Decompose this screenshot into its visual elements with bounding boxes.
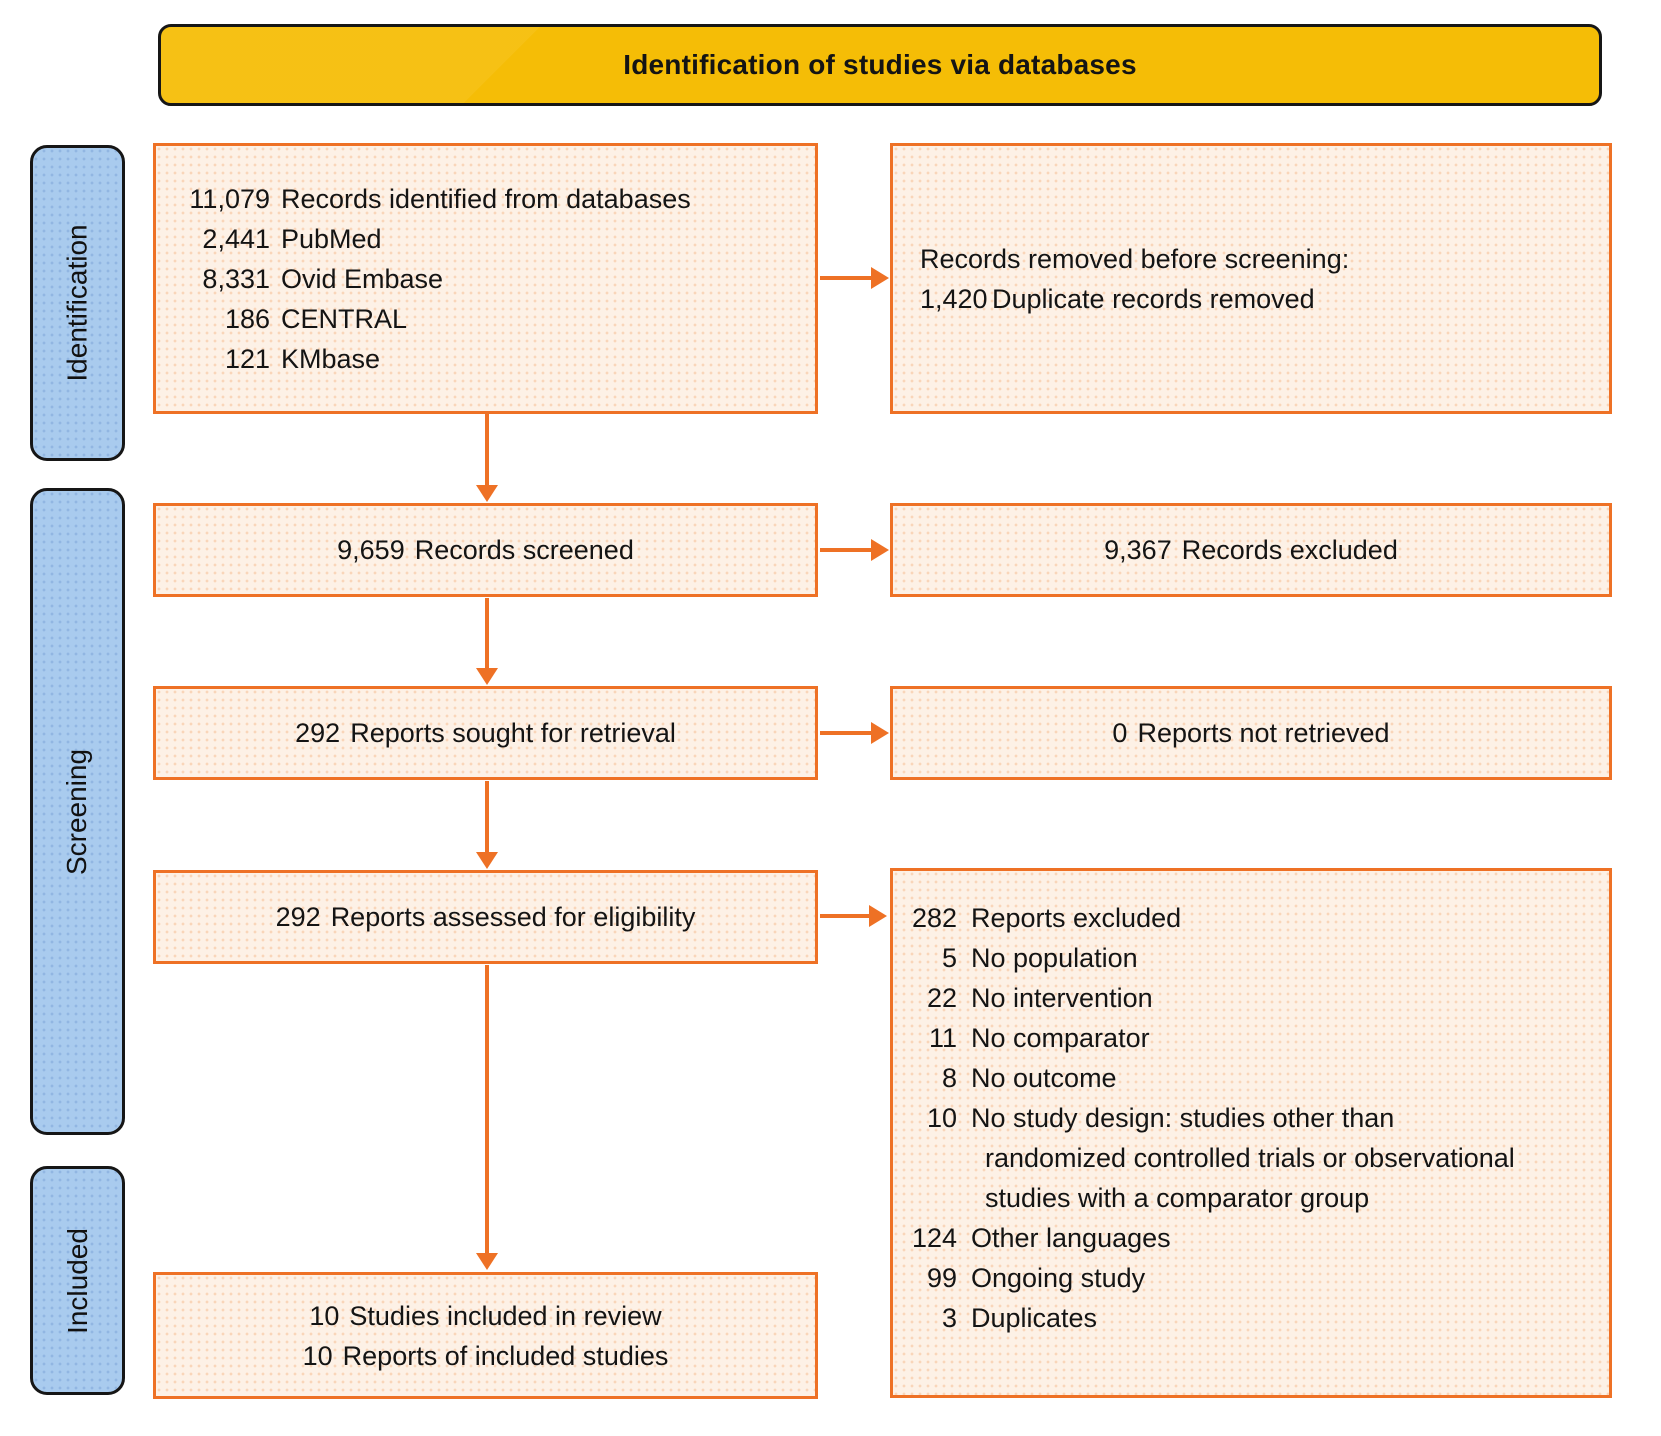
right-arrow-assessed-to-reports-excluded: [820, 914, 870, 918]
header-banner: Identification of studies via databases: [158, 24, 1602, 106]
stage-label-screening-text: Screening: [61, 748, 93, 875]
stage-label-identification: Identification: [30, 145, 125, 461]
exclusion-reason-no-population: 5 No population: [911, 938, 1595, 978]
records-screened-label: Records screened: [414, 535, 634, 565]
reason-count: 8: [941, 1063, 957, 1093]
exclusion-reason-no-comparator: 11 No comparator: [911, 1018, 1595, 1058]
reports-assessed-count: 292: [275, 902, 321, 932]
down-arrow-screened-to-sought: [485, 598, 489, 669]
records-excluded-label: Records excluded: [1181, 535, 1398, 565]
studies-included-label: Studies included in review: [349, 1300, 662, 1331]
reason-label: No study design: studies other than rand…: [971, 1103, 1515, 1213]
box-reports-sought: 292 Reports sought for retrieval: [153, 686, 818, 780]
source-item-pubmed: 2,441 PubMed: [182, 219, 801, 259]
records-removed-item: 1,420 Duplicate records removed: [920, 279, 1595, 319]
reports-assessed-label: Reports assessed for eligibility: [330, 902, 696, 932]
exclusion-reason-ongoing-study: 99 Ongoing study: [911, 1258, 1595, 1298]
records-removed-title: Records removed before screening:: [920, 243, 1350, 274]
reason-count: 11: [928, 1023, 957, 1053]
down-arrow-sought-to-assessed: [485, 781, 489, 853]
exclusion-reason-other-languages: 124 Other languages: [911, 1218, 1595, 1258]
box-reports-assessed: 292 Reports assessed for eligibility: [153, 870, 818, 964]
source-embase-label: Ovid Embase: [281, 263, 444, 294]
reports-included-count: 10: [302, 1340, 333, 1371]
records-excluded-count: 9,367: [1104, 535, 1172, 565]
records-identified-title: 11,079 Records identified from databases: [182, 179, 801, 219]
reason-label: No outcome: [971, 1063, 1117, 1093]
reason-label: Other languages: [971, 1223, 1171, 1253]
included-line-studies: 10 Studies included in review: [156, 1296, 815, 1336]
stage-label-screening: Screening: [30, 488, 125, 1135]
reports-excluded-label: Reports excluded: [971, 903, 1182, 933]
reports-not-retrieved-count: 0: [1112, 718, 1128, 748]
right-arrow-sought-to-not-retrieved: [820, 731, 872, 735]
reports-included-label: Reports of included studies: [342, 1340, 669, 1371]
records-screened-count: 9,659: [337, 535, 405, 565]
source-pubmed-count: 2,441: [202, 223, 270, 254]
reason-count: 3: [941, 1303, 957, 1333]
records-identified-label: Records identified from databases: [281, 183, 691, 214]
reason-label: No intervention: [971, 983, 1153, 1013]
reports-sought-label: Reports sought for retrieval: [350, 718, 676, 748]
reports-excluded-title: 282 Reports excluded: [911, 898, 1595, 938]
source-embase-count: 8,331: [202, 263, 270, 294]
source-kmbase-count: 121: [224, 343, 270, 374]
exclusion-reason-no-intervention: 22 No intervention: [911, 978, 1595, 1018]
exclusion-reason-no-study-design: 10 No study design: studies other than r…: [911, 1098, 1595, 1218]
exclusion-reason-no-outcome: 8 No outcome: [911, 1058, 1595, 1098]
source-item-kmbase: 121 KMbase: [182, 339, 801, 379]
box-reports-excluded: 282 Reports excluded 5 No population 22 …: [890, 868, 1612, 1398]
reason-label: No comparator: [971, 1023, 1150, 1053]
box-records-screened: 9,659 Records screened: [153, 503, 818, 597]
stage-label-included-text: Included: [61, 1227, 93, 1334]
reports-sought-count: 292: [295, 718, 341, 748]
box-studies-included: 10 Studies included in review 10 Reports…: [153, 1272, 818, 1399]
studies-included-count: 10: [309, 1300, 340, 1331]
duplicates-removed-label: Duplicate records removed: [992, 283, 1315, 314]
records-identified-count: 11,079: [189, 183, 270, 214]
source-item-embase: 8,331 Ovid Embase: [182, 259, 801, 299]
source-kmbase-label: KMbase: [281, 343, 381, 374]
down-arrow-identified-to-screened: [485, 414, 489, 486]
reason-label: Ongoing study: [971, 1263, 1146, 1293]
source-central-count: 186: [224, 303, 270, 334]
reports-not-retrieved-label: Reports not retrieved: [1137, 718, 1390, 748]
box-records-excluded: 9,367 Records excluded: [890, 503, 1612, 597]
reason-count: 99: [926, 1263, 957, 1293]
header-title: Identification of studies via databases: [623, 49, 1137, 80]
reason-count: 5: [941, 943, 957, 973]
stage-label-identification-text: Identification: [61, 224, 93, 382]
box-records-removed: Records removed before screening: 1,420 …: [890, 143, 1612, 414]
duplicates-removed-count: 1,420: [920, 283, 988, 314]
source-item-central: 186 CENTRAL: [182, 299, 801, 339]
down-arrow-assessed-to-included: [485, 965, 489, 1254]
reports-excluded-count: 282: [911, 903, 957, 933]
source-central-label: CENTRAL: [281, 303, 408, 334]
included-line-reports: 10 Reports of included studies: [156, 1336, 815, 1376]
reason-count: 124: [911, 1223, 957, 1253]
box-reports-not-retrieved: 0 Reports not retrieved: [890, 686, 1612, 780]
exclusion-reason-duplicates: 3 Duplicates: [911, 1298, 1595, 1338]
reason-label: No population: [971, 943, 1138, 973]
right-arrow-identified-to-removed: [820, 276, 872, 280]
source-pubmed-label: PubMed: [281, 223, 382, 254]
right-arrow-screened-to-excluded: [820, 548, 872, 552]
box-records-identified: 11,079 Records identified from databases…: [153, 143, 818, 414]
reason-label: Duplicates: [971, 1303, 1098, 1333]
reason-count: 10: [926, 1103, 957, 1133]
reason-count: 22: [926, 983, 957, 1013]
stage-label-included: Included: [30, 1166, 125, 1395]
